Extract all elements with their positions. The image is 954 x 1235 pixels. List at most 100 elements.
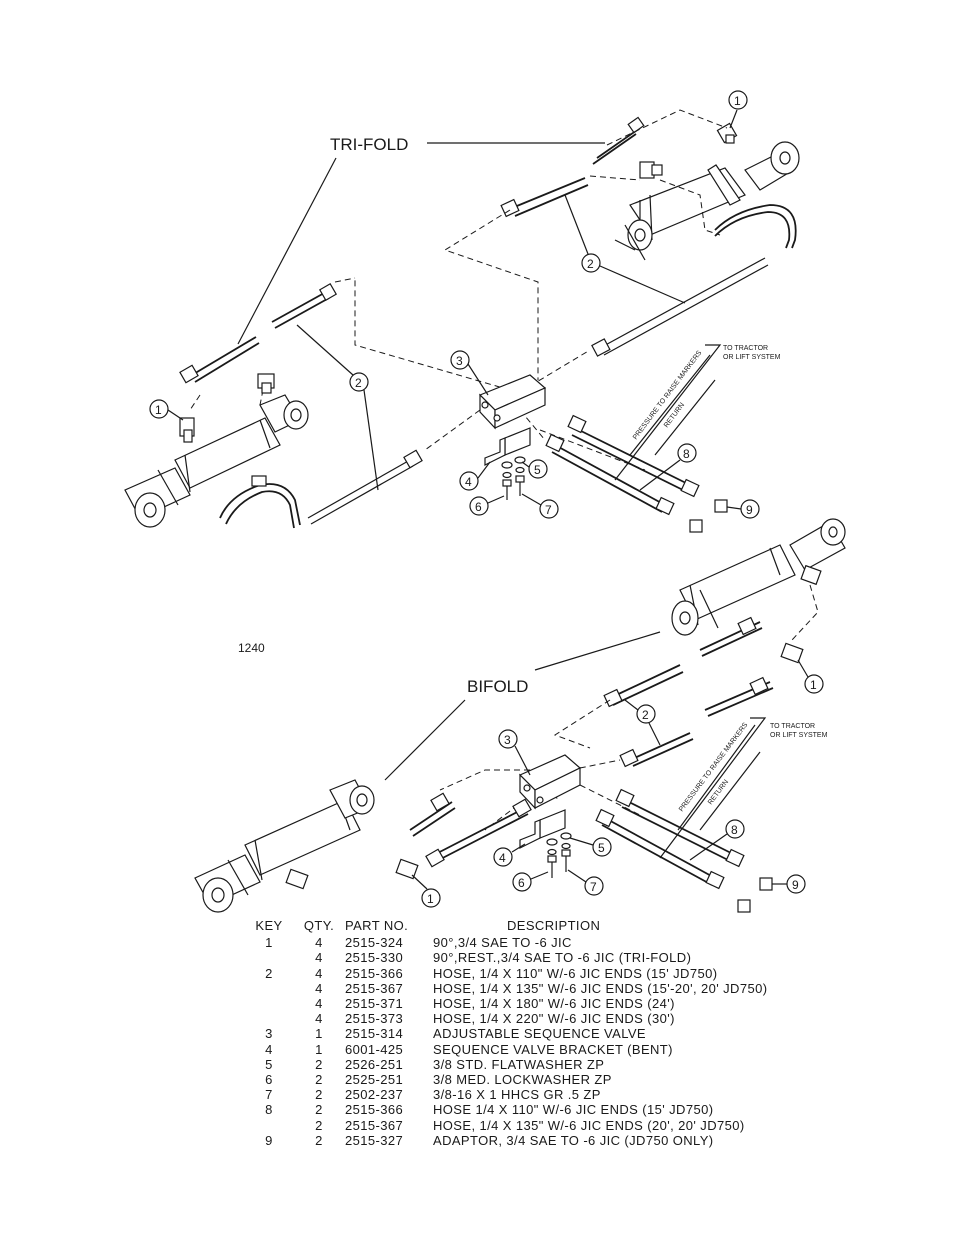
cell-part-no: 2515-367 <box>345 980 404 996</box>
cell-description: HOSE, 1/4 X 220" W/-6 JIC ENDS (30') <box>433 1011 675 1027</box>
cell-description: 3/8-16 X 1 HHCS GR .5 ZP <box>433 1087 601 1103</box>
table-row: 4 2515-367 HOSE, 1/4 X 135" W/-6 JIC ENDS … <box>245 981 907 996</box>
cell-qty: 4 <box>315 935 323 951</box>
cell-description: ADJUSTABLE SEQUENCE VALVE <box>433 1026 647 1042</box>
header-key: KEY <box>255 918 283 933</box>
cell-qty: 2 <box>315 1087 323 1103</box>
cell-part-no: 2525-251 <box>345 1072 404 1088</box>
bifold-callouts: 1 2 3 4 5 6 7 8 9 1 <box>411 659 824 908</box>
bifold-right-fitting <box>780 564 822 664</box>
cell-part-no: 2515-327 <box>345 1132 404 1148</box>
trifold-callout-1b: 1 <box>155 403 162 417</box>
cell-description: HOSE, 1/4 X 180" W/-6 JIC ENDS (24') <box>433 996 675 1012</box>
figure-id: 1240 <box>238 641 265 655</box>
trifold-fitting-mid <box>639 161 663 179</box>
trifold-hose-upper-1 <box>592 116 645 165</box>
bifold-adaptors <box>737 877 773 913</box>
cell-part-no: 2515-366 <box>345 965 404 981</box>
trifold-return-label: RETURN <box>663 402 686 430</box>
trifold-leader-left <box>237 157 337 345</box>
bifold-to-tractor-line1: TO TRACTOR <box>770 723 815 730</box>
bifold-callout-5: 5 <box>598 841 605 855</box>
parts-table: KEY QTY. PART NO. DESCRIPTION 1 4 2515-324… <box>245 918 907 1148</box>
bifold-callout-4: 4 <box>499 851 506 865</box>
bifold-label: BIFOLD <box>467 677 528 696</box>
trifold-callout-5: 5 <box>534 463 541 477</box>
bifold-callout-6: 6 <box>518 876 525 890</box>
bifold-callout-9: 9 <box>792 878 799 892</box>
cell-key: 1 <box>265 935 273 951</box>
cell-description: ADAPTOR, 3/4 SAE TO -6 JIC (JD750 ONLY) <box>433 1132 714 1148</box>
trifold-u-hose-right <box>714 204 797 249</box>
cell-key <box>245 1011 293 1026</box>
cell-qty: 1 <box>315 1026 323 1042</box>
cell-description: 90°,REST.,3/4 SAE TO -6 JIC (TRI-FOLD) <box>433 950 692 966</box>
cell-description: HOSE 1/4 X 110" W/-6 JIC ENDS (15' JD750… <box>433 1102 714 1118</box>
cell-part-no: 6001-425 <box>345 1041 404 1057</box>
bifold-callout-2a: 2 <box>642 708 649 722</box>
trifold-hose-upper-2 <box>500 177 589 218</box>
cell-part-no: 2515-324 <box>345 935 404 951</box>
trifold-u-hose-left <box>219 483 301 526</box>
cell-part-no: 2526-251 <box>345 1056 404 1072</box>
trifold-callout-8: 8 <box>683 447 690 461</box>
bifold-callout-8: 8 <box>731 823 738 837</box>
trifold-sequence-valve <box>478 374 547 430</box>
trifold-hose-long <box>591 257 769 357</box>
bifold-hose-center-1 <box>603 664 684 708</box>
bifold-hose-right-1 <box>699 616 763 657</box>
trifold-callout-9: 9 <box>746 503 753 517</box>
cell-part-no: 2515-367 <box>345 1117 404 1133</box>
trifold-callout-6: 6 <box>475 500 482 514</box>
bifold-hose-left-2 <box>425 798 532 868</box>
header-qty: QTY. <box>303 918 335 933</box>
trifold-right-cylinder <box>614 141 800 261</box>
bifold-hose-right-2 <box>704 676 774 717</box>
trifold-assembly: TRI-FOLD <box>124 90 800 533</box>
cell-description: HOSE, 1/4 X 135" W/-6 JIC ENDS (15'-20',… <box>433 980 768 996</box>
cell-qty: 4 <box>315 996 323 1012</box>
trifold-hose-8-lower <box>545 433 675 516</box>
bifold-flow-labels: PRESSURE TO RAISE MARKERS RETURN TO TRAC… <box>659 717 828 859</box>
trifold-bracket <box>484 427 531 466</box>
cell-part-no: 2515-371 <box>345 996 404 1012</box>
cell-key: 6 <box>265 1072 273 1088</box>
table-row: 1 4 2515-324 90°,3/4 SAE TO -6 JIC <box>245 935 907 950</box>
header-description: DESCRIPTION <box>507 918 601 933</box>
bifold-assembly: BIFOLD <box>194 518 846 913</box>
header-part-no: PART NO. <box>345 918 409 933</box>
trifold-left-hose-a <box>179 336 260 384</box>
bifold-leader-left <box>384 699 466 781</box>
cell-qty: 4 <box>315 965 323 981</box>
trifold-left-hose-b <box>271 282 338 329</box>
cell-description: 3/8 MED. LOCKWASHER ZP <box>433 1072 612 1088</box>
trifold-callout-3: 3 <box>456 354 463 368</box>
table-row: 4 2515-371 HOSE, 1/4 X 180" W/-6 JIC ENDS … <box>245 996 907 1011</box>
trifold-callout-4: 4 <box>465 475 472 489</box>
trifold-adaptors <box>689 499 728 533</box>
trifold-fitting-top <box>716 122 738 144</box>
bifold-return-label: RETURN <box>707 779 730 807</box>
cell-key <box>245 981 293 996</box>
cell-qty: 4 <box>315 980 323 996</box>
trifold-callout-2b: 2 <box>355 376 362 390</box>
trifold-left-hose-c <box>307 449 423 525</box>
bifold-left-fittings <box>285 858 419 890</box>
cell-description: 3/8 STD. FLATWASHER ZP <box>433 1056 605 1072</box>
trifold-callouts: 1 2 1 2 3 4 5 6 7 8 9 <box>149 90 760 519</box>
cell-description: 90°,3/4 SAE TO -6 JIC <box>433 935 572 951</box>
bifold-hardware <box>546 832 572 878</box>
cell-qty: 2 <box>315 1102 323 1118</box>
bifold-hose-left-1 <box>409 792 456 837</box>
cell-qty: 2 <box>315 1117 323 1133</box>
cell-key <box>245 1118 293 1133</box>
bifold-leader-right <box>534 631 661 671</box>
